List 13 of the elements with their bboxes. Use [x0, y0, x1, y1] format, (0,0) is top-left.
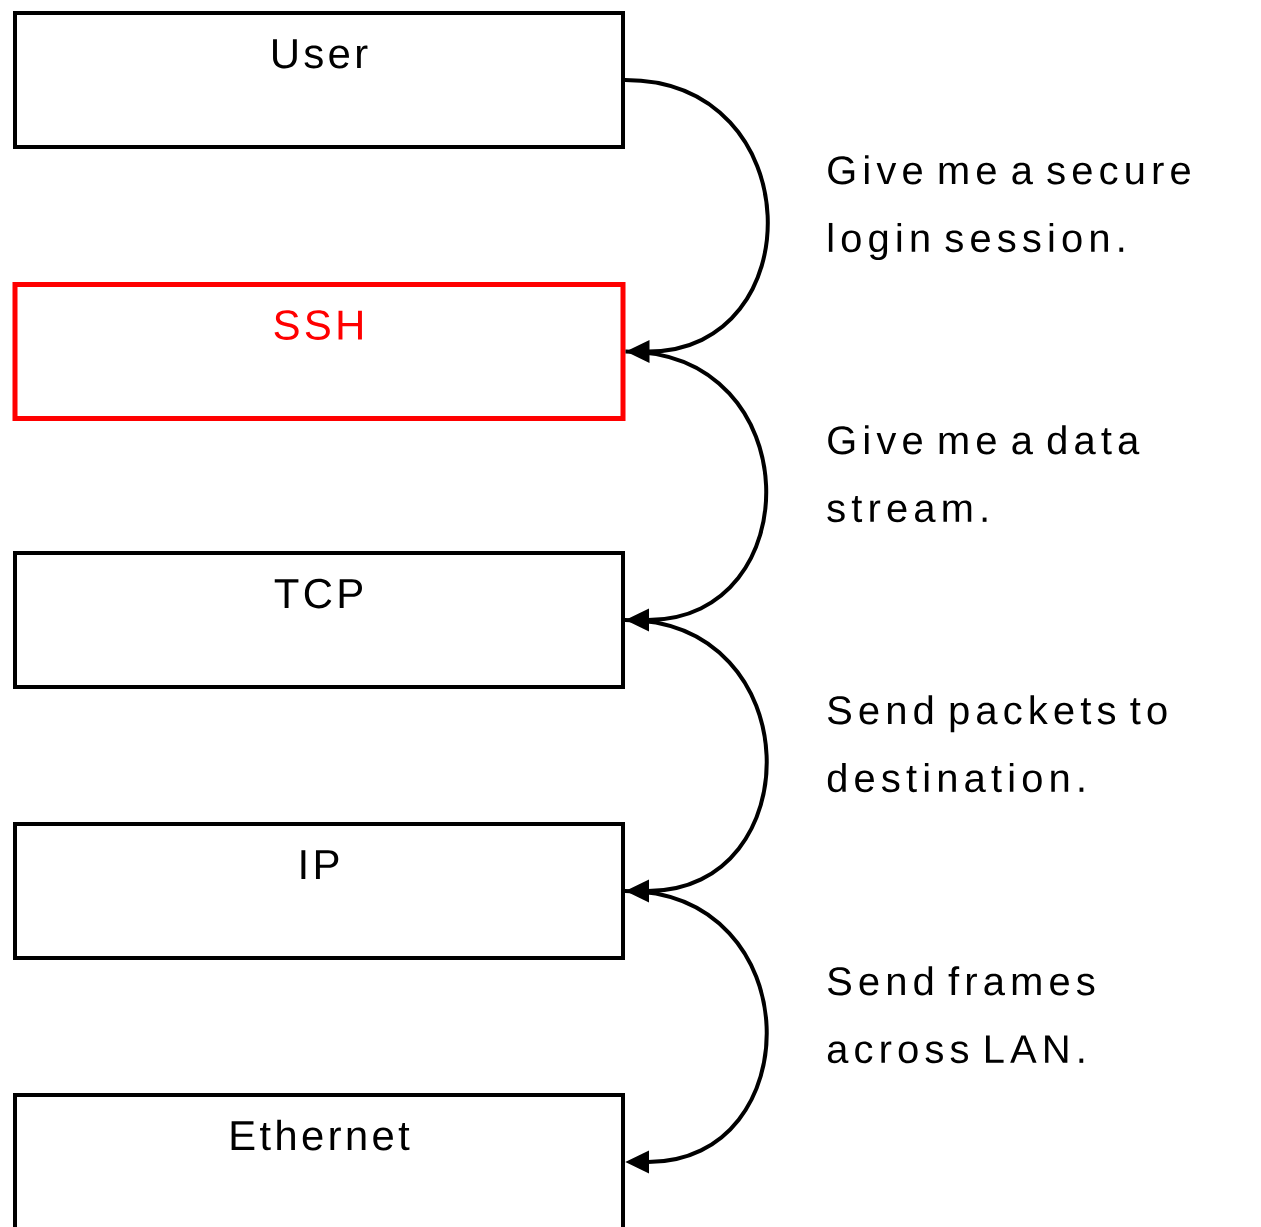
edge-label: Give me a secure login session.: [828, 155, 1190, 261]
edge-label: Give me a data stream.: [827, 425, 1140, 523]
curved-arrow: [625, 349, 768, 632]
layer-box: Ethernet: [13, 1093, 625, 1227]
curved-arrow: [624, 78, 770, 364]
curved-arrow: [624, 889, 769, 1174]
layer-box: SSH: [12, 282, 626, 421]
layer-box: TCP: [13, 551, 625, 689]
curved-arrow: [624, 618, 769, 903]
layer-box: User: [13, 11, 625, 149]
layer-box: IP: [13, 822, 625, 960]
edge-label: Send frames across LAN.: [827, 966, 1095, 1064]
edge-label: Send packets to destination.: [827, 695, 1167, 793]
